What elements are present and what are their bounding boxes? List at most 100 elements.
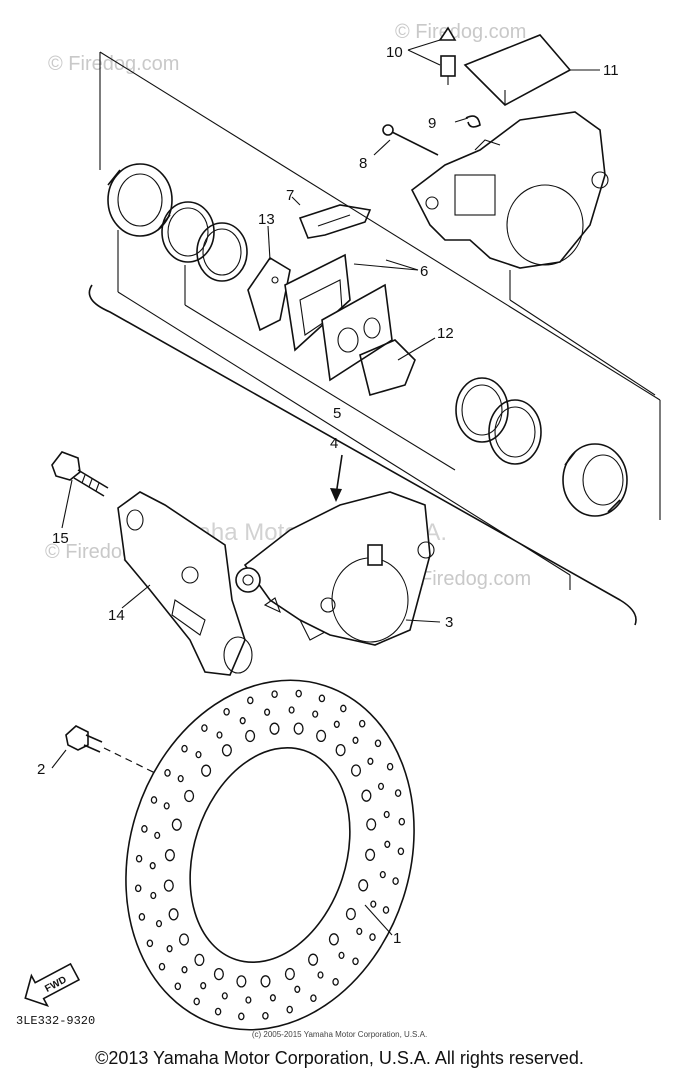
disc-hole bbox=[163, 879, 174, 892]
disc-hole bbox=[214, 1007, 222, 1016]
disc-hole bbox=[168, 908, 179, 921]
caliper-bracket-14 bbox=[117, 491, 253, 676]
disc-hole bbox=[164, 769, 171, 777]
callout-2: 2 bbox=[37, 761, 45, 778]
disc-hole bbox=[333, 720, 340, 728]
disc-hole bbox=[312, 710, 319, 718]
disc-hole bbox=[146, 939, 154, 948]
disc-bolt-2 bbox=[65, 725, 103, 753]
disc-hole bbox=[316, 729, 327, 743]
disc-hole bbox=[264, 708, 271, 716]
disc-hole bbox=[383, 810, 390, 819]
disc-hole bbox=[247, 696, 254, 705]
callout-15: 15 bbox=[52, 530, 69, 547]
pad-shim-13 bbox=[247, 256, 291, 332]
disc-hole bbox=[284, 967, 295, 981]
assembly-arrow bbox=[330, 454, 343, 502]
disc-hole bbox=[386, 762, 394, 771]
disc-hole bbox=[236, 975, 247, 988]
pad-cover-11 bbox=[463, 34, 572, 106]
callout-9: 9 bbox=[428, 115, 436, 132]
disc-hole bbox=[149, 862, 156, 870]
disc-hole bbox=[194, 953, 205, 967]
callout-3: 3 bbox=[445, 614, 453, 631]
disc-hole bbox=[138, 913, 146, 921]
disc-hole bbox=[370, 900, 377, 908]
dust-seal-right bbox=[488, 399, 542, 465]
callout-5: 5 bbox=[333, 405, 341, 422]
disc-hole bbox=[352, 957, 359, 966]
fwd-arrow-icon: FWD bbox=[24, 962, 81, 1008]
disc-hole bbox=[269, 722, 280, 735]
disc-hole bbox=[293, 722, 304, 735]
disc-hole bbox=[223, 707, 230, 716]
disc-hole bbox=[361, 789, 372, 802]
disc-hole bbox=[213, 967, 224, 981]
disc-hole bbox=[369, 933, 376, 941]
disc-hole bbox=[239, 717, 246, 725]
disc-hole bbox=[150, 891, 157, 900]
small-copyright: (c) 2005-2015 Yamaha Motor Corporation, … bbox=[251, 1030, 428, 1039]
disc-hole bbox=[379, 870, 386, 879]
disc-hole bbox=[201, 724, 208, 732]
disc-hole bbox=[184, 789, 195, 803]
disc-hole bbox=[195, 750, 202, 759]
bracket-bolt-15 bbox=[51, 451, 109, 497]
callout-11: 11 bbox=[603, 62, 619, 79]
leader-lines bbox=[51, 39, 600, 936]
disc-hole bbox=[171, 818, 182, 831]
disc-hole bbox=[286, 1005, 293, 1014]
pad-spring-7 bbox=[298, 204, 372, 239]
part-code: 3LE332-9320 bbox=[16, 1014, 96, 1028]
disc-holes bbox=[134, 689, 406, 1021]
disc-hole bbox=[397, 847, 405, 856]
disc-hole bbox=[221, 744, 232, 757]
disc-hole bbox=[154, 831, 161, 840]
disc-hole bbox=[178, 933, 190, 946]
disc-hole bbox=[177, 774, 184, 783]
disc-hole bbox=[238, 1012, 245, 1021]
disc-hole bbox=[345, 907, 356, 921]
disc-hole bbox=[158, 962, 166, 971]
disc-hole bbox=[332, 978, 339, 986]
disc-hole bbox=[384, 840, 391, 848]
disc-hole bbox=[271, 690, 278, 699]
piston-seal-right bbox=[455, 377, 509, 443]
disc-hole bbox=[382, 906, 390, 914]
disc-hole bbox=[398, 817, 406, 826]
disc-hole bbox=[150, 796, 158, 804]
disc-hole bbox=[335, 743, 346, 757]
disc-hole bbox=[338, 951, 345, 960]
callout-10: 10 bbox=[386, 44, 403, 61]
disc-hole bbox=[352, 736, 359, 744]
dust-seal-left bbox=[196, 222, 248, 282]
upper-assembly-outline bbox=[88, 51, 661, 626]
disc-hole bbox=[358, 719, 366, 728]
disc-hole bbox=[216, 731, 223, 739]
callout-7: 7 bbox=[286, 187, 294, 204]
disc-hole bbox=[262, 1011, 269, 1020]
pad-pin-8 bbox=[382, 124, 439, 156]
caliper-piston-right bbox=[562, 443, 628, 517]
disc-hole bbox=[374, 739, 382, 748]
watermark-top-left: © Firedog.com bbox=[48, 53, 179, 75]
disc-hole bbox=[200, 982, 207, 990]
disc-hole bbox=[366, 818, 377, 831]
disc-hole bbox=[317, 971, 324, 979]
callout-6: 6 bbox=[420, 263, 428, 280]
disc-hole bbox=[310, 994, 317, 1003]
disc-hole bbox=[174, 982, 182, 991]
anti-squeal-shim-12 bbox=[359, 339, 416, 396]
disc-hole bbox=[163, 802, 170, 810]
disc-hole bbox=[269, 994, 276, 1002]
disc-hole bbox=[181, 744, 188, 753]
disc-hole bbox=[350, 764, 362, 777]
disc-hole bbox=[358, 879, 369, 892]
watermark-top-right: © Firedog.com bbox=[395, 21, 526, 43]
bleed-screw-10 bbox=[438, 26, 457, 85]
watermark-mid-right: Firedog.com bbox=[420, 568, 531, 590]
disc-hole bbox=[367, 757, 374, 765]
disc-hole bbox=[318, 694, 326, 703]
callout-4: 4 bbox=[330, 435, 338, 452]
